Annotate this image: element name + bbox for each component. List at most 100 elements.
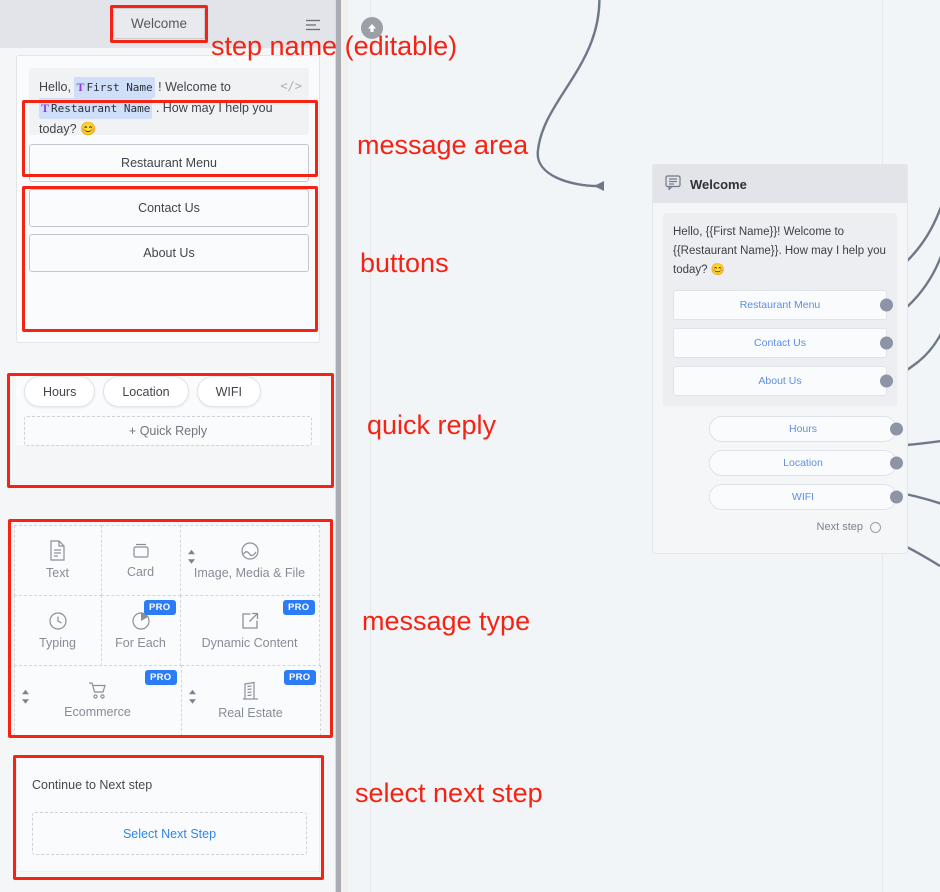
- message-type-label: For Each: [115, 635, 166, 650]
- quick-reply-section: Hours Location WIFI + Quick Reply: [16, 370, 320, 446]
- annotation-label-message-type: message type: [362, 606, 531, 636]
- message-type-card[interactable]: Card: [100, 524, 181, 596]
- message-type-row: Text Card: [13, 524, 322, 596]
- connector-dot[interactable]: [890, 490, 903, 504]
- cart-icon: [87, 681, 108, 700]
- text-tag-icon: T: [76, 80, 85, 94]
- list-menu-icon[interactable]: [305, 19, 321, 31]
- quick-reply-chip[interactable]: Hours: [24, 376, 96, 407]
- flow-node-welcome[interactable]: Welcome Hello, {{First Name}}! Welcome t…: [652, 164, 908, 554]
- message-type-grid: Text Card: [13, 524, 322, 736]
- annotation-box-buttons: [22, 186, 318, 332]
- flow-node-next-step-label: Next step: [816, 521, 863, 533]
- message-type-label: Ecommerce: [64, 705, 131, 719]
- canvas-guide-left: [370, 0, 371, 892]
- editor-scrollbar[interactable]: [336, 0, 348, 892]
- message-type-ecommerce[interactable]: PRO Ecommerce: [13, 664, 182, 736]
- flow-node-quick-reply[interactable]: WIFI: [709, 484, 903, 510]
- connector-dot[interactable]: [880, 298, 893, 312]
- flow-node-header: Welcome: [653, 165, 907, 203]
- next-step-section: Continue to Next step Select Next Step: [16, 757, 320, 872]
- flow-node-title: Welcome: [690, 176, 747, 192]
- clock-icon: [48, 611, 68, 631]
- building-icon: [241, 681, 260, 701]
- select-next-step-button[interactable]: Select Next Step: [32, 812, 307, 855]
- flow-node-message-text: Hello, {{First Name}}! Welcome to {{Rest…: [673, 226, 886, 276]
- message-prefix: Hello,: [39, 80, 75, 94]
- quick-reply-chip[interactable]: WIFI: [196, 376, 261, 407]
- annotation-box-step-name: [110, 5, 208, 43]
- flow-node-next-step[interactable]: Next step: [663, 518, 897, 533]
- flow-node-message-block: Hello, {{First Name}}! Welcome to {{Rest…: [663, 213, 897, 406]
- flow-node-button-label: Contact Us: [754, 337, 806, 349]
- quick-reply-label: Location: [122, 384, 170, 399]
- quick-reply-label: Hours: [43, 384, 77, 399]
- connector-dot[interactable]: [880, 374, 893, 388]
- message-type-row: PRO Ecommerce PRO: [13, 664, 322, 736]
- annotation-box-message-area: [22, 100, 318, 177]
- message-type-row: Typing PRO For Each PRO: [13, 594, 322, 666]
- annotation-box-quick-reply: [7, 373, 334, 488]
- flow-node-quick-reply[interactable]: Hours: [709, 416, 903, 442]
- step-name-input[interactable]: Welcome: [113, 8, 205, 39]
- message-type-real-estate[interactable]: PRO Real Estate: [180, 664, 321, 736]
- pro-badge: PRO: [145, 669, 177, 685]
- message-type-image-media-file[interactable]: Image, Media & File: [179, 524, 320, 596]
- quick-reply-chips: Hours Location WIFI: [24, 376, 261, 407]
- sort-handle-icon[interactable]: [188, 689, 197, 707]
- annotation-label-step-name: step name (editable): [211, 31, 458, 61]
- up-arrow-circle-icon[interactable]: [361, 17, 383, 39]
- quick-reply-label: WIFI: [215, 384, 242, 399]
- reply-button-label: Contact Us: [138, 201, 200, 215]
- message-type-label: Real Estate: [218, 705, 283, 720]
- message-type-label: Typing: [39, 635, 76, 650]
- text-tag-icon-2: T: [41, 101, 50, 115]
- message-type-label: Card: [126, 565, 155, 579]
- pie-icon: [131, 611, 151, 631]
- connector-dot[interactable]: [880, 336, 893, 350]
- flow-node-quick-reply[interactable]: Location: [709, 450, 903, 476]
- chat-bubble-icon: [665, 175, 681, 193]
- flow-node-button[interactable]: Restaurant Menu: [673, 290, 893, 320]
- flow-node-button[interactable]: About Us: [673, 366, 893, 396]
- code-view-icon[interactable]: </>: [280, 79, 302, 93]
- message-type-label: Image, Media & File: [193, 565, 306, 580]
- sort-handle-icon[interactable]: [187, 549, 196, 567]
- merge-tag-restaurant-name-label: Restaurant Name: [51, 102, 151, 115]
- connector-dot[interactable]: [890, 456, 903, 470]
- select-next-step-label: Select Next Step: [122, 826, 217, 841]
- flow-canvas[interactable]: Welcome Hello, {{First Name}}! Welcome t…: [348, 0, 940, 892]
- reply-button-label: Restaurant Menu: [121, 156, 217, 170]
- quick-reply-chip[interactable]: Location: [103, 376, 189, 407]
- message-type-label: Text: [46, 566, 69, 580]
- message-middle: ! Welcome to: [154, 80, 231, 94]
- annotation-label-message-area: message area: [357, 130, 529, 160]
- next-step-title: Continue to Next step: [32, 778, 153, 792]
- connector-ring[interactable]: [870, 521, 881, 533]
- annotation-label-select-next-step: select next step: [355, 778, 543, 808]
- image-icon: [240, 541, 260, 561]
- flow-node-body: Hello, {{First Name}}! Welcome to {{Rest…: [653, 203, 907, 543]
- editor-scrollbar-thumb[interactable]: [336, 0, 341, 892]
- message-type-dynamic-content[interactable]: PRO Dynamic Content: [179, 594, 320, 666]
- document-icon: [48, 540, 67, 561]
- message-type-typing[interactable]: Typing: [13, 594, 102, 666]
- flow-node-quick-reply-label: WIFI: [791, 491, 815, 503]
- flow-node-button-label: Restaurant Menu: [739, 299, 821, 311]
- message-type-text[interactable]: Text: [13, 524, 102, 596]
- add-quick-reply-label: + Quick Reply: [128, 424, 208, 438]
- sort-handle-icon[interactable]: [21, 689, 30, 707]
- reply-button[interactable]: Contact Us: [29, 189, 309, 227]
- annotation-label-buttons: buttons: [360, 248, 449, 278]
- pro-badge: PRO: [283, 599, 315, 615]
- add-quick-reply-button[interactable]: + Quick Reply: [24, 416, 312, 446]
- flow-node-button-label: About Us: [758, 375, 802, 387]
- connector-dot[interactable]: [890, 422, 903, 436]
- reply-button[interactable]: About Us: [29, 234, 309, 272]
- pro-badge: PRO: [144, 599, 176, 615]
- flow-node-button[interactable]: Contact Us: [673, 328, 893, 358]
- message-suffix: . How may I help you today?: [39, 101, 273, 136]
